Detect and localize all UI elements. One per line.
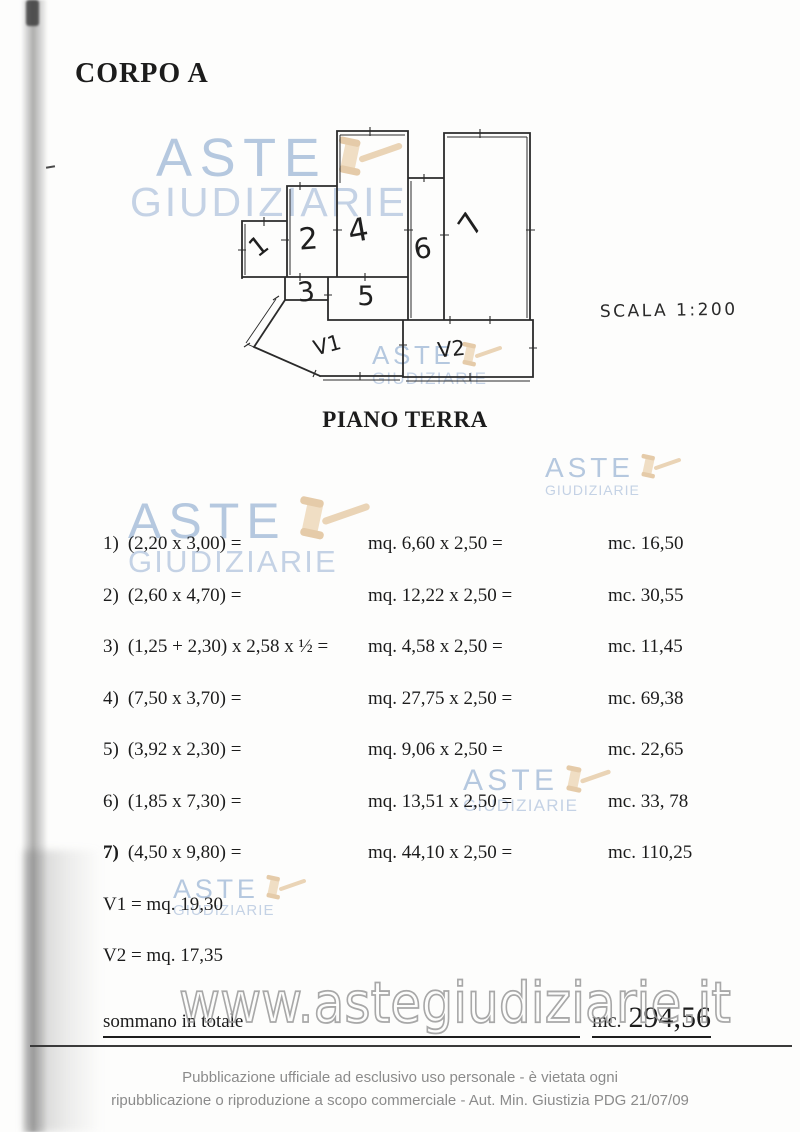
calc-row-5: 5) (3,92 x 2,30) = mq. 9,06 x 2,50 = mc. … [0, 739, 800, 791]
v2-area-row: V2 = mq. 17,35 [0, 945, 800, 997]
total-value: 294,56 [628, 1001, 712, 1034]
calc-row-2: 2) (2,60 x 4,70) = mq. 12,22 x 2,50 = mc.… [0, 585, 800, 637]
row-formula: (2,20 x 3,00) = [127, 533, 242, 554]
row-number: 5) [103, 739, 119, 760]
plan-caption: PIANO TERRA [322, 407, 488, 432]
watermark-aste-text: ASTE [463, 764, 559, 798]
row-number: 7) [103, 842, 119, 863]
calc-row-7: 7) (4,50 x 9,80) = mq. 44,10 x 2,50 = mc.… [0, 842, 800, 894]
watermark-giudiziarie-text: GIUDIZIARIE [130, 179, 408, 225]
watermark-aste-text: ASTE [545, 452, 634, 484]
v1-area-text: V1 = mq. 19,30 [103, 893, 223, 915]
aste-giudiziarie-watermark: ASTE GIUDIZIARIE [173, 874, 309, 918]
watermark-aste-text: ASTE [372, 340, 455, 371]
gavel-icon [327, 134, 407, 184]
row-formula: (7,50 x 3,70) = [127, 687, 242, 709]
row-number: 6) [103, 790, 119, 812]
room-label-7: 7 [451, 207, 491, 243]
row-mq: mq. 6,60 x 2,50 = [368, 533, 503, 554]
row-mc: mc. 16,50 [608, 533, 684, 554]
calc-row-3: 3) (1,25 + 2,30) x 2,58 x ½ = mq. 4,58 x … [0, 636, 800, 688]
room-label-6: 6 [412, 231, 434, 266]
row-mc: mc. 22,65 [608, 739, 684, 760]
plan-room-labels: 1 2 3 4 5 6 7 V1 V2 SCALA 1:200 [243, 207, 737, 363]
calc-row-4: 4) (7,50 x 3,70) = mq. 27,75 x 2,50 = mc.… [0, 688, 800, 740]
gavel-icon [454, 341, 506, 371]
area-label-v1: V1 [311, 330, 344, 360]
row-mq: mq. 12,22 x 2,50 = [368, 584, 513, 606]
total-row: sommano in totale mc. 294,56 [103, 1001, 711, 1038]
v2-area-text: V2 = mq. 17,35 [103, 945, 223, 966]
room-label-3: 3 [296, 276, 316, 309]
watermark-giudiziarie-text: GIUDIZIARIE [173, 902, 275, 919]
room-label-2: 2 [298, 221, 319, 257]
footer-line-1: Pubblicazione ufficiale ad esclusivo uso… [182, 1069, 618, 1086]
room-label-5: 5 [357, 281, 374, 312]
room-label-1: 1 [243, 230, 275, 264]
row-mc: mc. 30,55 [608, 584, 684, 606]
watermark-giudiziarie-text: GIUDIZIARIE [372, 369, 488, 388]
row-mq: mq. 13,51 x 2,50 = [368, 790, 513, 812]
row-number: 2) [103, 584, 119, 606]
row-mq: mq. 44,10 x 2,50 = [368, 842, 513, 863]
scan-stray-dash [45, 165, 56, 169]
scan-edge-bottom-shadow [24, 850, 102, 1132]
total-label: sommano in totale [103, 1011, 581, 1038]
bottom-rule [30, 1045, 792, 1047]
row-formula: (2,60 x 4,70) = [127, 584, 242, 606]
row-mc: mc. 69,38 [608, 687, 684, 709]
watermark-aste-text: ASTE [173, 873, 259, 904]
watermark-giudiziarie-text: GIUDIZIARIE [463, 796, 579, 815]
aste-giudiziarie-watermark: ASTE GIUDIZIARIE [372, 341, 506, 387]
row-formula: (1,85 x 7,30) = [127, 790, 242, 812]
row-mc: mc. 110,25 [608, 842, 693, 863]
row-mq: mq. 4,58 x 2,50 = [368, 636, 503, 657]
calc-row-6: 6) (1,85 x 7,30) = mq. 13,51 x 2,50 = mc.… [0, 791, 800, 843]
footer-line-2: ripubblicazione o riproduzione a scopo c… [111, 1092, 689, 1109]
scan-edge-shadow [21, 0, 48, 1132]
watermark-aste-text: ASTE [128, 493, 287, 549]
footer-disclaimer: Pubblicazione ufficiale ad esclusivo uso… [0, 1066, 800, 1112]
watermark-aste-text: ASTE [156, 128, 328, 189]
row-mq: mq. 9,06 x 2,50 = [368, 739, 503, 760]
calc-row-1: 1) (2,20 x 3,00) = mq. 6,60 x 2,50 = mc. … [0, 533, 800, 585]
total-unit: mc. [592, 1010, 622, 1032]
row-mc: mc. 11,45 [608, 636, 683, 657]
watermark-giudiziarie-text: GIUDIZIARIE [128, 544, 338, 579]
watermark-giudiziarie-text: GIUDIZIARIE [545, 482, 640, 498]
calculation-table: 1) (2,20 x 3,00) = mq. 6,60 x 2,50 = mc. … [0, 533, 800, 997]
row-number: 3) [103, 636, 119, 657]
row-formula: (3,92 x 2,30) = [127, 739, 242, 760]
aste-giudiziarie-watermark: ASTE GIUDIZIARIE [545, 452, 684, 497]
aste-giudiziarie-watermark: ASTE GIUDIZIARIE [130, 128, 408, 225]
scale-label: SCALA 1:200 [600, 300, 738, 322]
scan-edge-top-mark [26, 0, 39, 26]
row-number: 1) [103, 533, 119, 554]
aste-giudiziarie-watermark: ASTE GIUDIZIARIE [128, 494, 375, 577]
row-mq: mq. 27,75 x 2,50 = [368, 687, 513, 709]
gavel-icon [634, 452, 684, 484]
row-formula: (4,50 x 9,80) = [127, 842, 242, 863]
row-number: 4) [103, 687, 119, 709]
row-mc: mc. 33, 78 [608, 790, 689, 812]
v1-area-row: V1 = mq. 19,30 [0, 894, 800, 946]
page-title: CORPO A [75, 58, 209, 89]
aste-giudiziarie-watermark: ASTE GIUDIZIARIE [463, 764, 614, 814]
row-formula: (1,25 + 2,30) x 2,58 x ½ = [127, 636, 329, 657]
